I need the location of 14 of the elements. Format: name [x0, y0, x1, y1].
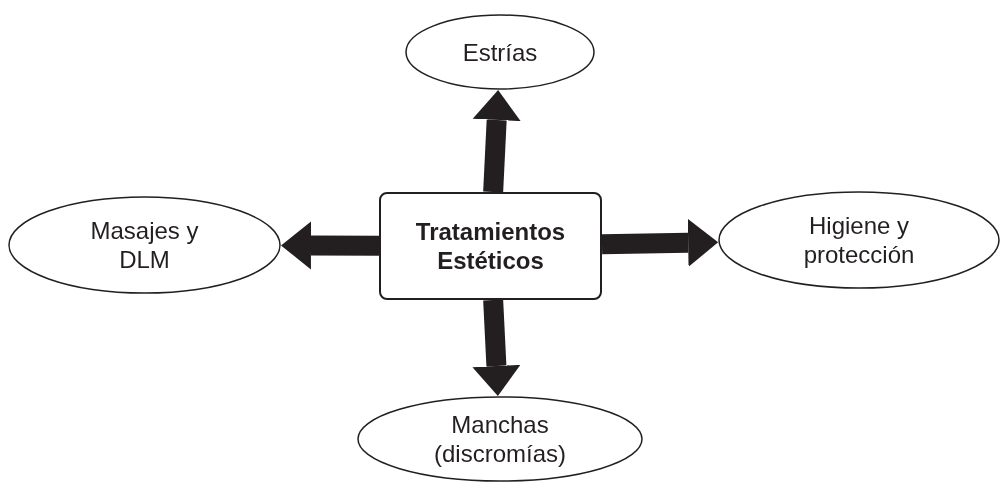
topic-title: Tratamientos Estéticos [414, 217, 567, 275]
arrow [601, 218, 719, 267]
topic-label: Higiene y protección [802, 211, 916, 269]
topic-ellipse [357, 396, 643, 482]
arrow [472, 299, 521, 396]
topic-label: Manchas (discromías) [433, 410, 567, 468]
topic-label: Estrías [462, 37, 538, 67]
topic-ellipse [718, 191, 1000, 289]
topic-ellipse [8, 196, 281, 294]
arrow [281, 221, 380, 270]
topic-ellipse [405, 14, 595, 90]
topic-label: Masajes y DLM [89, 216, 200, 274]
arrow [472, 90, 521, 193]
topic-box [379, 192, 602, 300]
